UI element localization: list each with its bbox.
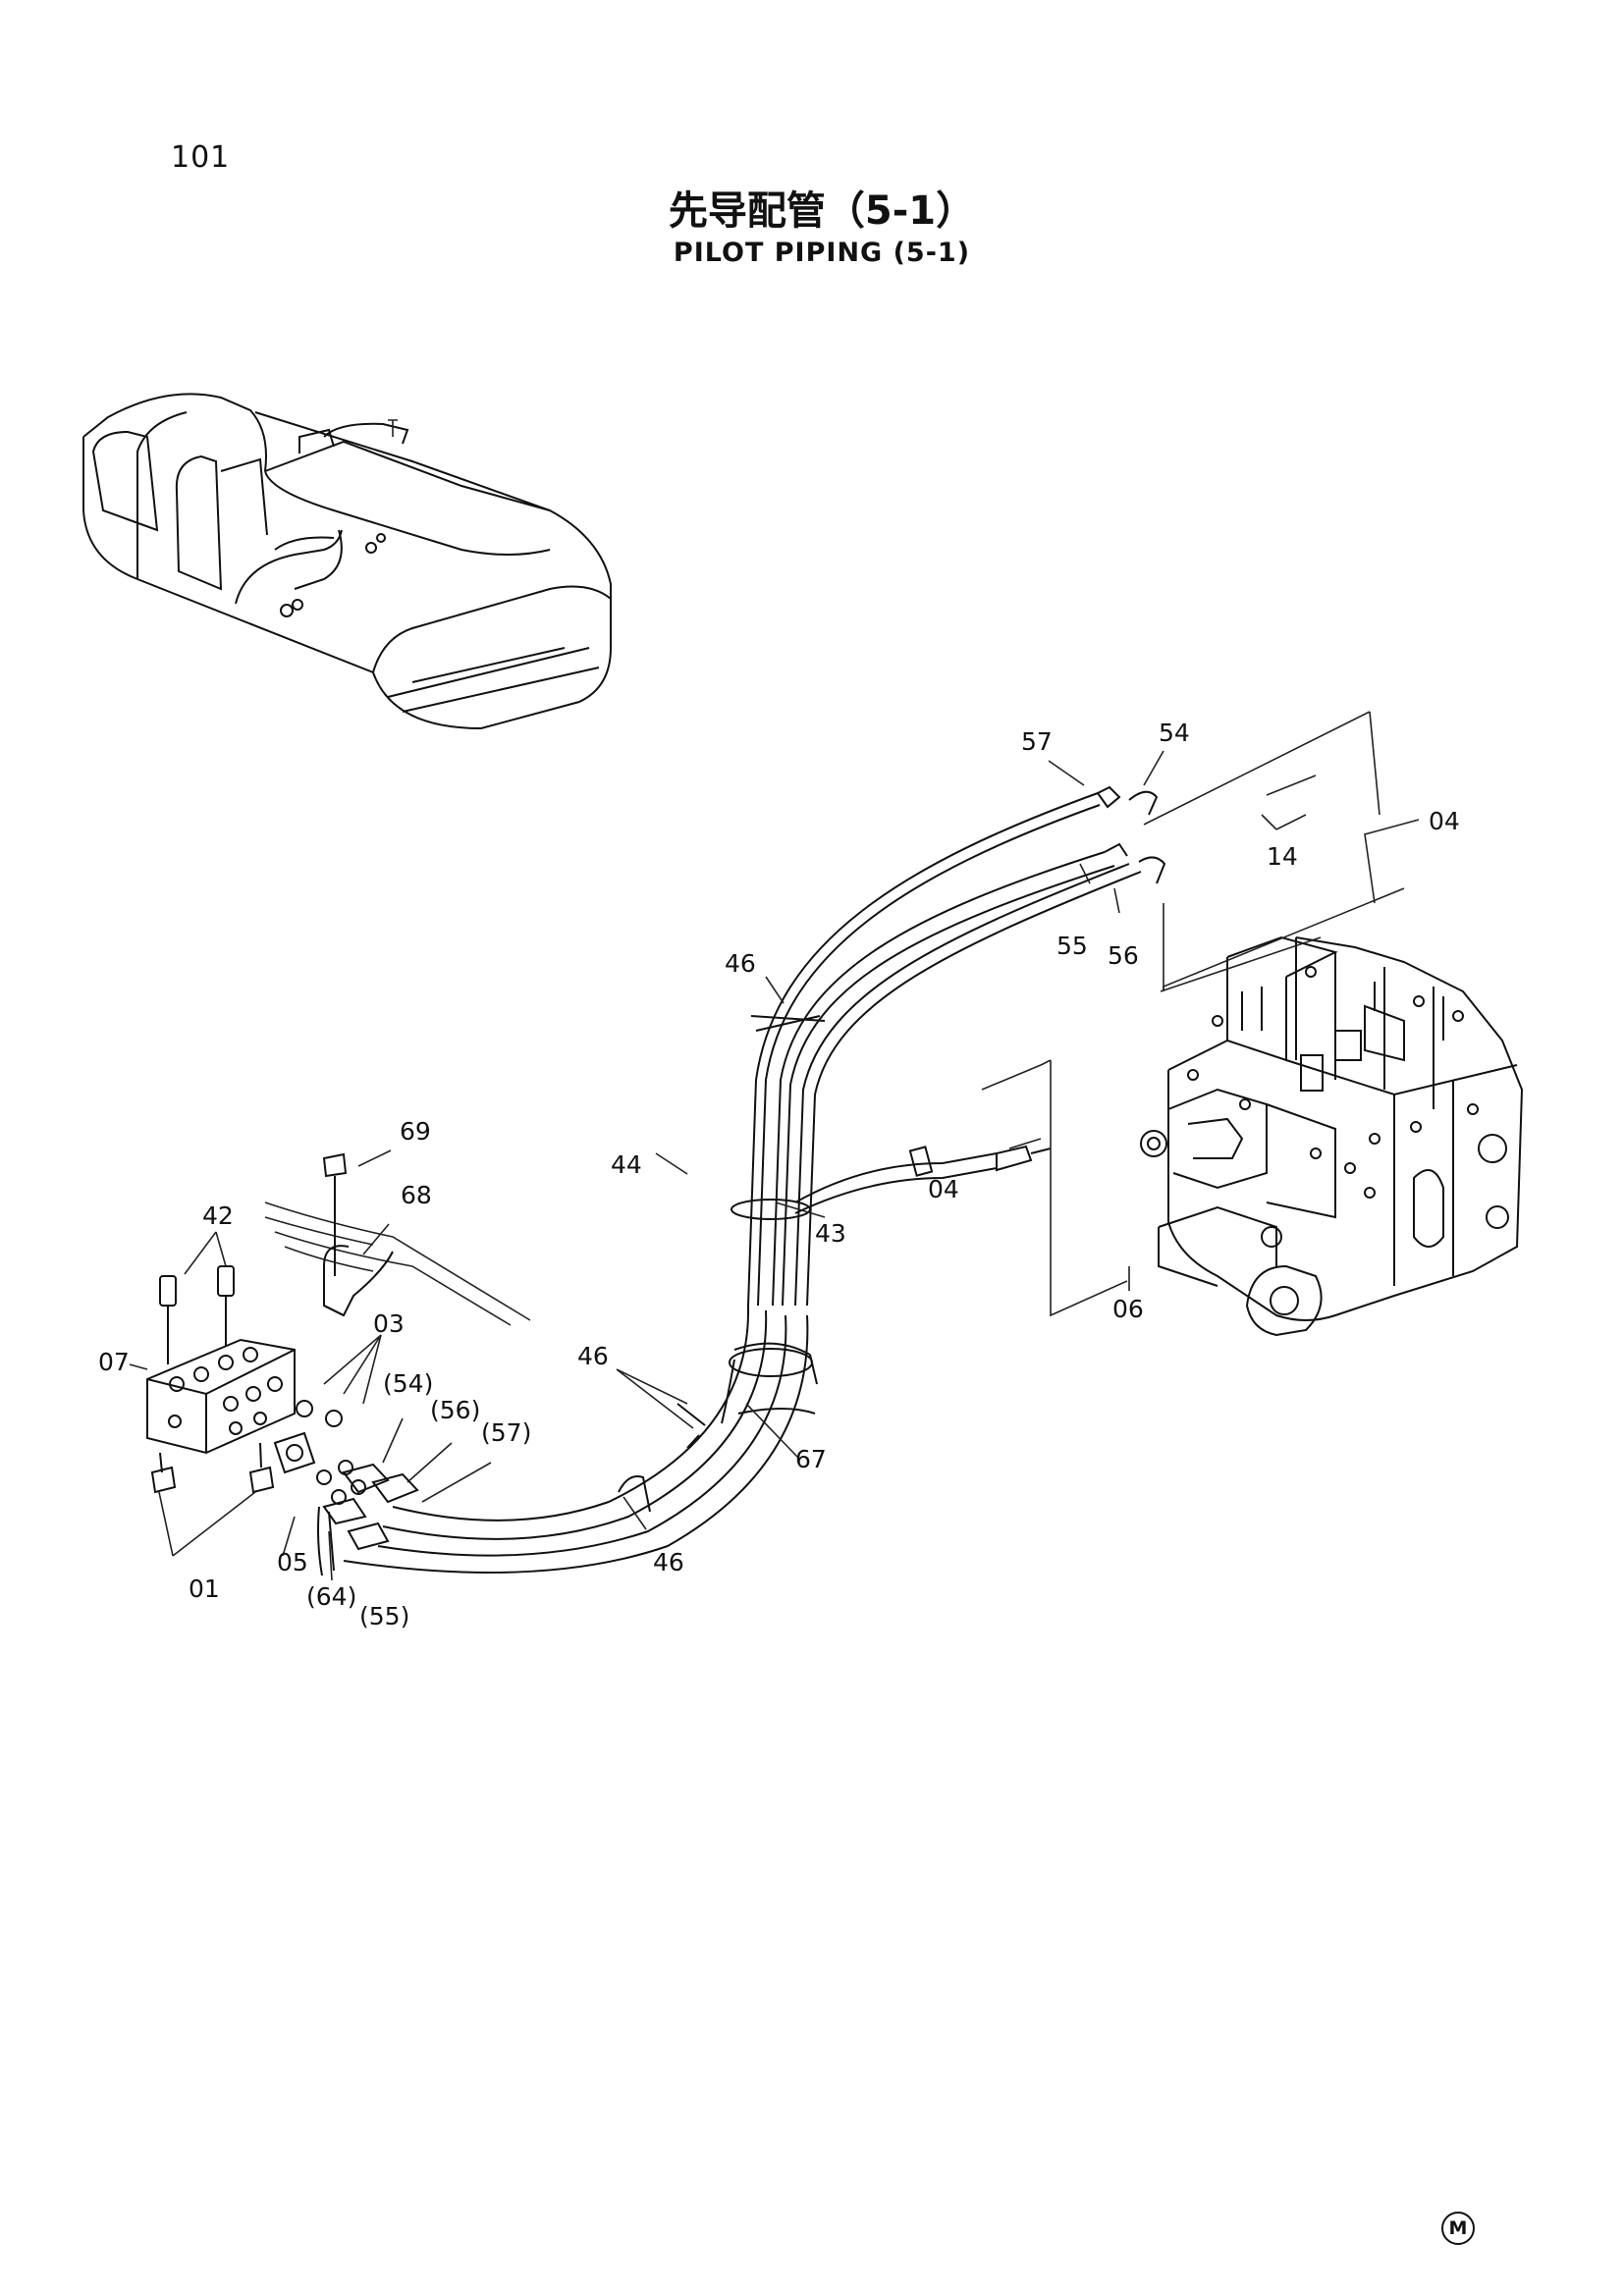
page-number: 101 bbox=[171, 140, 231, 175]
callout-46: 46 bbox=[577, 1342, 609, 1370]
callout-43: 43 bbox=[815, 1219, 846, 1248]
callout-55: 55 bbox=[1056, 932, 1088, 960]
callout-56: 56 bbox=[1108, 941, 1139, 970]
callout-01: 01 bbox=[189, 1575, 220, 1603]
background-frame-lines bbox=[264, 1201, 531, 1326]
callout-42: 42 bbox=[202, 1201, 234, 1230]
callout-55-ref: (55) bbox=[359, 1602, 409, 1630]
excavator-overview-illustration bbox=[82, 393, 612, 730]
pilot-block-assembly bbox=[146, 1152, 394, 1576]
callout-57: 57 bbox=[1021, 727, 1053, 756]
callout-14: 14 bbox=[1267, 842, 1298, 871]
callout-06: 06 bbox=[1112, 1295, 1144, 1323]
leader-lines bbox=[129, 711, 1420, 1581]
control-valve-assembly bbox=[1140, 935, 1524, 1337]
model-mark-badge: M bbox=[1441, 2212, 1475, 2245]
callout-64-ref: (64) bbox=[306, 1582, 356, 1611]
callout-44: 44 bbox=[611, 1150, 642, 1179]
title-english: PILOT PIPING (5-1) bbox=[673, 238, 971, 268]
callout-46: 46 bbox=[725, 949, 756, 978]
callout-54-ref: (54) bbox=[383, 1369, 433, 1398]
callout-04: 04 bbox=[928, 1175, 959, 1203]
callout-54: 54 bbox=[1159, 719, 1190, 747]
callout-68: 68 bbox=[401, 1181, 432, 1209]
callout-46: 46 bbox=[653, 1548, 684, 1576]
callout-04: 04 bbox=[1429, 807, 1460, 835]
callout-03: 03 bbox=[373, 1309, 405, 1338]
part-callouts: 57 54 04 14 55 56 46 69 68 44 04 43 42 0… bbox=[98, 719, 1460, 1630]
pilot-hose-bundle bbox=[322, 785, 1166, 1574]
callout-07: 07 bbox=[98, 1348, 130, 1376]
callout-56-ref: (56) bbox=[430, 1396, 480, 1424]
callout-69: 69 bbox=[400, 1117, 431, 1146]
callout-05: 05 bbox=[277, 1548, 308, 1576]
callout-67: 67 bbox=[795, 1445, 827, 1473]
title-chinese: 先导配管（5-1） bbox=[668, 188, 976, 234]
callout-57-ref: (57) bbox=[481, 1418, 531, 1447]
